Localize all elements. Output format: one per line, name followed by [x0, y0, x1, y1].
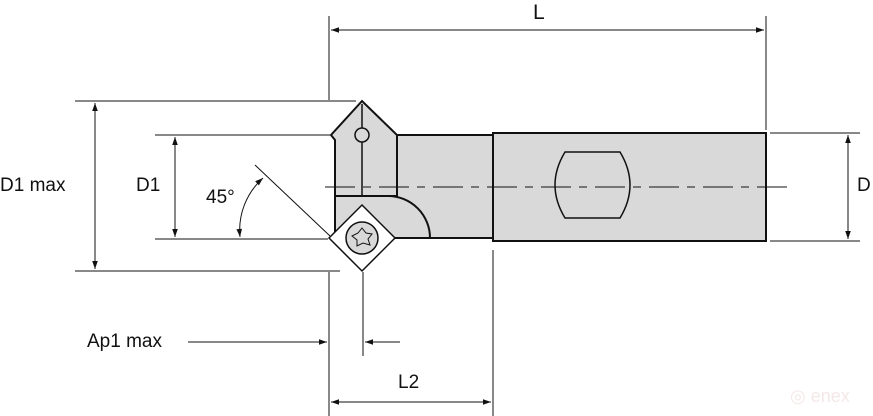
tool-body	[327, 99, 767, 273]
label-D1: D1	[136, 175, 161, 196]
dimension-lines	[75, 16, 860, 416]
screw-top	[354, 127, 370, 143]
label-D1-max: D1 max	[0, 175, 66, 196]
label-Ap1-max: Ap1 max	[87, 331, 162, 352]
watermark-text: enex	[810, 386, 850, 406]
label-L2: L2	[398, 372, 420, 393]
label-D: D	[857, 175, 871, 196]
torx-icon	[351, 227, 373, 247]
shank-flat	[554, 151, 631, 219]
label-angle: 45°	[206, 187, 235, 208]
label-L: L	[533, 1, 545, 24]
watermark-logo: ◎ enex	[790, 386, 850, 406]
